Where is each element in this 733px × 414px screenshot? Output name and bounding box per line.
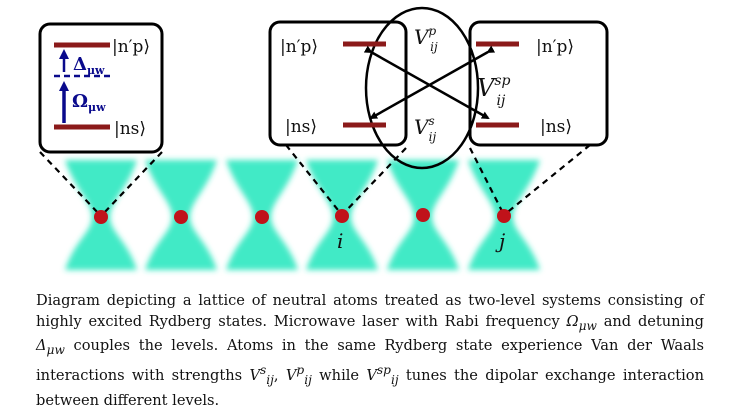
- upper-state-label: |n′p⟩: [112, 37, 150, 57]
- rabi-label: Ωμw: [72, 91, 106, 114]
- site-label-j: j: [495, 229, 505, 253]
- atom-i-lower-label: |ns⟩: [285, 117, 317, 137]
- detuning-label: Δμw: [73, 54, 105, 77]
- site-label-i: i: [337, 229, 343, 253]
- atom-i-upper-label: |n′p⟩: [280, 37, 318, 57]
- rydberg-lattice-diagram: i j |n′p⟩ |ns⟩ Δμw Ωμw |n′p⟩ |ns⟩: [38, 6, 609, 270]
- atom-i: [335, 209, 349, 223]
- single-atom-panel: |n′p⟩ |ns⟩ Δμw Ωμw: [38, 22, 164, 154]
- tweezer-beams: [65, 160, 540, 270]
- single-atom-box: [38, 22, 164, 154]
- atom-5: [416, 208, 430, 222]
- atom-2: [174, 210, 188, 224]
- atom-j-upper-label: |n′p⟩: [536, 37, 574, 57]
- figure-caption: Diagram depicting a lattice of neutral a…: [36, 292, 704, 409]
- atoms: [94, 208, 511, 224]
- projection-lines: [39, 144, 591, 217]
- atom-3: [255, 210, 269, 224]
- atom-j-lower-label: |ns⟩: [540, 117, 572, 137]
- lower-state-label: |ns⟩: [114, 119, 146, 139]
- exchange-arrow-2: [369, 45, 496, 120]
- atom-1: [94, 210, 108, 224]
- atom-j: [497, 209, 511, 223]
